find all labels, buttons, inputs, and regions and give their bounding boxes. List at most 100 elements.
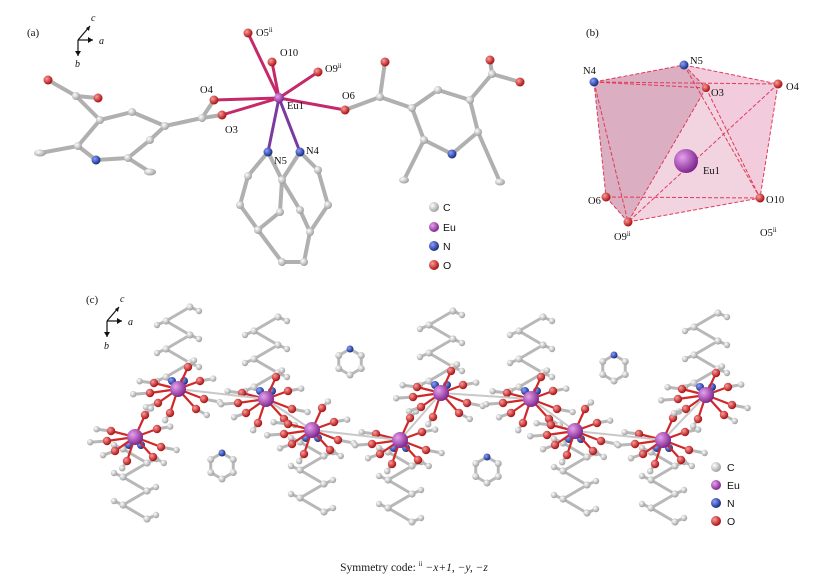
carbon-atom — [346, 371, 354, 379]
carbon-atom — [375, 500, 383, 508]
carbon-atom — [274, 341, 282, 349]
carbon-atom — [550, 491, 558, 499]
carbon-atom — [472, 473, 480, 480]
carbon-atom — [276, 445, 284, 452]
carbon-atom — [592, 477, 600, 485]
bond — [530, 398, 576, 432]
carbon-atom — [364, 455, 372, 462]
oxygen-atom — [417, 427, 427, 437]
carbon-atom — [695, 426, 702, 433]
legend-c: C Eu N O — [711, 462, 740, 528]
oxygen-atom — [110, 446, 120, 456]
carbon-atom — [610, 377, 618, 385]
carbon-atom — [658, 397, 665, 404]
svg-text:N5: N5 — [274, 156, 287, 167]
axis-label-a-2: a — [128, 317, 133, 328]
panel-a: (a) c a b — [27, 13, 525, 272]
bond — [121, 475, 149, 493]
carbon-atom — [375, 472, 383, 480]
carbon-atom — [195, 307, 203, 315]
bonds-a — [38, 31, 522, 264]
nitrogen-atom — [483, 453, 491, 461]
carbon-atom — [449, 307, 457, 315]
carbon-atom — [533, 420, 540, 427]
oxygen-atom — [416, 402, 426, 412]
carbon-atom — [458, 339, 466, 347]
carbon-atom — [681, 327, 689, 335]
carbon-atom — [335, 365, 343, 372]
carbon-atom — [250, 427, 257, 434]
carbon-atom — [143, 459, 151, 467]
carbon-atom — [607, 417, 614, 424]
oxygen-atom — [329, 417, 339, 427]
oxygen-atom — [518, 418, 528, 428]
carbon-atom — [143, 487, 151, 495]
bond — [440, 392, 532, 400]
bond — [427, 323, 455, 341]
carbon-atom — [274, 313, 282, 321]
carbon-atom — [718, 363, 726, 370]
oxygen-atom — [317, 403, 327, 413]
oxygen-atom — [498, 398, 508, 408]
bond — [164, 333, 192, 351]
bond — [164, 319, 192, 337]
oxygen-atom — [680, 427, 690, 437]
carbon-atom — [283, 345, 291, 353]
carbon-atom — [680, 486, 688, 494]
carbon-atom — [241, 359, 249, 367]
carbon-atom — [688, 462, 695, 470]
oxygen-atom — [428, 412, 438, 422]
carbon-atom — [87, 439, 94, 446]
carbon-atom — [162, 417, 169, 424]
bond — [399, 392, 442, 441]
carbon-atom — [142, 404, 150, 411]
oxygen-atom — [542, 430, 552, 440]
carbon-atom — [615, 442, 622, 449]
carbon-atom — [425, 321, 433, 329]
oxygen-atom — [502, 388, 512, 398]
carbon-atom — [592, 505, 600, 513]
panel-c: (c) c a b C Eu N O — [86, 294, 751, 528]
carbon-atom — [539, 313, 547, 321]
bond — [252, 329, 280, 347]
carbon-atom — [489, 388, 496, 395]
carbon-atom — [506, 359, 514, 367]
europium-atom — [392, 432, 408, 448]
svg-text:N4: N4 — [583, 66, 597, 77]
carbon-atom — [417, 514, 425, 522]
oxygen-atom — [454, 408, 464, 418]
carbon-atom — [207, 469, 215, 476]
oxygen-atom — [283, 419, 293, 429]
bond — [692, 311, 720, 329]
bond — [561, 497, 589, 515]
carbon-atom — [425, 462, 432, 470]
bond — [177, 388, 267, 400]
carbon-atom — [335, 352, 343, 359]
carbon-atom — [438, 449, 445, 457]
axis-indicator-a: c a b — [75, 13, 104, 70]
bond — [298, 496, 326, 514]
carbon-atom — [664, 384, 671, 391]
carbon-atom — [195, 335, 203, 343]
carbon-atom — [670, 410, 678, 417]
carbon-atom — [250, 355, 258, 363]
carbon-atom — [110, 441, 118, 449]
carbon-atom — [690, 323, 698, 331]
carbon-atom — [250, 383, 258, 391]
bond — [574, 430, 664, 441]
oxygen-atom — [183, 362, 193, 372]
bond — [692, 353, 720, 371]
oxygen-atom — [367, 439, 377, 449]
bond — [252, 343, 280, 361]
oxygen-atom — [673, 394, 683, 404]
svg-text:O: O — [443, 260, 451, 272]
carbon-atom — [224, 388, 231, 395]
carbon-atom — [384, 468, 391, 475]
oxygen-atom — [333, 435, 343, 445]
oxygen-atom — [271, 372, 281, 382]
carbon-atom — [425, 349, 433, 357]
bond — [561, 469, 589, 487]
svg-text:O4: O4 — [200, 85, 214, 96]
bond — [298, 454, 326, 472]
